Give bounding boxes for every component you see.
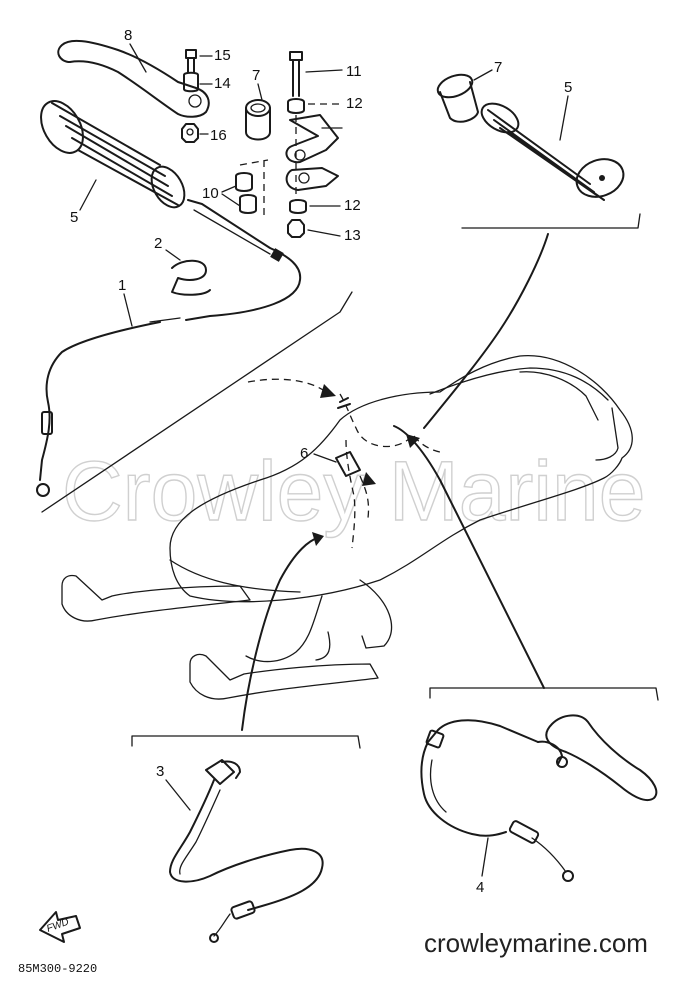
left-grip bbox=[40, 100, 186, 209]
cable-4 bbox=[420, 719, 539, 837]
washer-12-bottom bbox=[289, 199, 307, 214]
callout-7-left: 7 bbox=[252, 67, 260, 84]
callout-6: 6 bbox=[300, 445, 308, 462]
washer-12-top bbox=[287, 98, 305, 114]
bolt-11 bbox=[289, 51, 303, 97]
callout-3: 3 bbox=[156, 763, 164, 780]
handlebar-clamp bbox=[285, 114, 339, 164]
callout-16: 16 bbox=[210, 127, 227, 144]
group-line-bottom-right bbox=[429, 687, 659, 701]
callout-7-right: 7 bbox=[494, 59, 502, 76]
right-grip bbox=[480, 102, 625, 201]
snowmobile-outline bbox=[61, 354, 633, 700]
right-collar-7 bbox=[436, 73, 479, 123]
dampers-10 bbox=[235, 159, 269, 215]
brake-lever bbox=[57, 39, 210, 118]
callout-14: 14 bbox=[214, 75, 231, 92]
callout-10: 10 bbox=[202, 185, 219, 202]
callout-12-bottom: 12 bbox=[344, 197, 361, 214]
fwd-arrow-icon: FWD bbox=[39, 911, 81, 943]
group-line-top-left bbox=[41, 291, 353, 513]
throttle-cable-assembly bbox=[131, 735, 361, 943]
brake-cable-1 bbox=[39, 199, 302, 481]
callout-13: 13 bbox=[344, 227, 361, 244]
left-collar-7 bbox=[245, 99, 271, 141]
left-handlebar-assembly bbox=[36, 39, 339, 497]
throttle-cable-3 bbox=[169, 779, 324, 911]
bolt-15 bbox=[185, 49, 197, 73]
callout-8: 8 bbox=[124, 27, 132, 44]
site-url: crowleymarine.com bbox=[424, 928, 648, 958]
choke-lever-assembly bbox=[420, 687, 659, 882]
callout-5-right: 5 bbox=[564, 79, 572, 96]
nut-13 bbox=[287, 219, 305, 238]
group-line-top-right bbox=[461, 213, 641, 229]
group-line-bottom-left bbox=[131, 735, 361, 749]
part-number: 85M300-9220 bbox=[18, 962, 97, 976]
callout-4: 4 bbox=[476, 879, 484, 896]
callout-11: 11 bbox=[346, 63, 362, 80]
callout-5-left: 5 bbox=[70, 209, 78, 226]
routing-lines bbox=[241, 233, 549, 731]
clip-2 bbox=[171, 259, 211, 296]
callouts: 8 15 14 16 7 11 12 12 13 10 5 2 1 7 5 6 … bbox=[70, 27, 572, 896]
collar-14 bbox=[183, 71, 199, 93]
callout-12-top: 12 bbox=[346, 95, 363, 112]
clamp-6 bbox=[335, 451, 361, 477]
callout-15: 15 bbox=[214, 47, 231, 64]
callout-1: 1 bbox=[118, 277, 126, 294]
nut-16 bbox=[181, 123, 199, 143]
right-handlebar-assembly bbox=[436, 73, 641, 229]
callout-2: 2 bbox=[154, 235, 162, 252]
lever-bottom-right bbox=[545, 714, 658, 802]
